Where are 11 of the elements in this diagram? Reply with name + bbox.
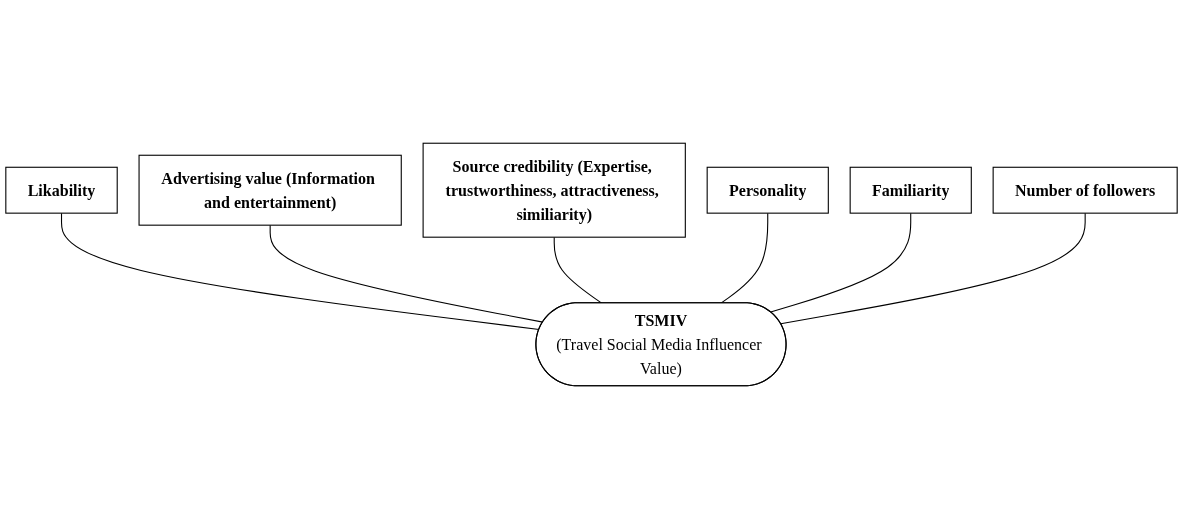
node-box: Likability	[5, 166, 118, 214]
connector	[780, 212, 1086, 325]
node-box: Personality	[706, 166, 829, 214]
connector	[720, 212, 769, 304]
connector	[60, 212, 540, 330]
node-box: Number of followers	[992, 166, 1178, 214]
node-box: Source credibility (Expertise, trustworthiness, attractiveness, similiarity)	[422, 142, 686, 238]
connector	[553, 236, 603, 304]
connector	[770, 212, 912, 313]
node-box: Advertising value (Information and entertainment)	[138, 154, 402, 226]
node-box: Familiarity	[849, 166, 972, 214]
